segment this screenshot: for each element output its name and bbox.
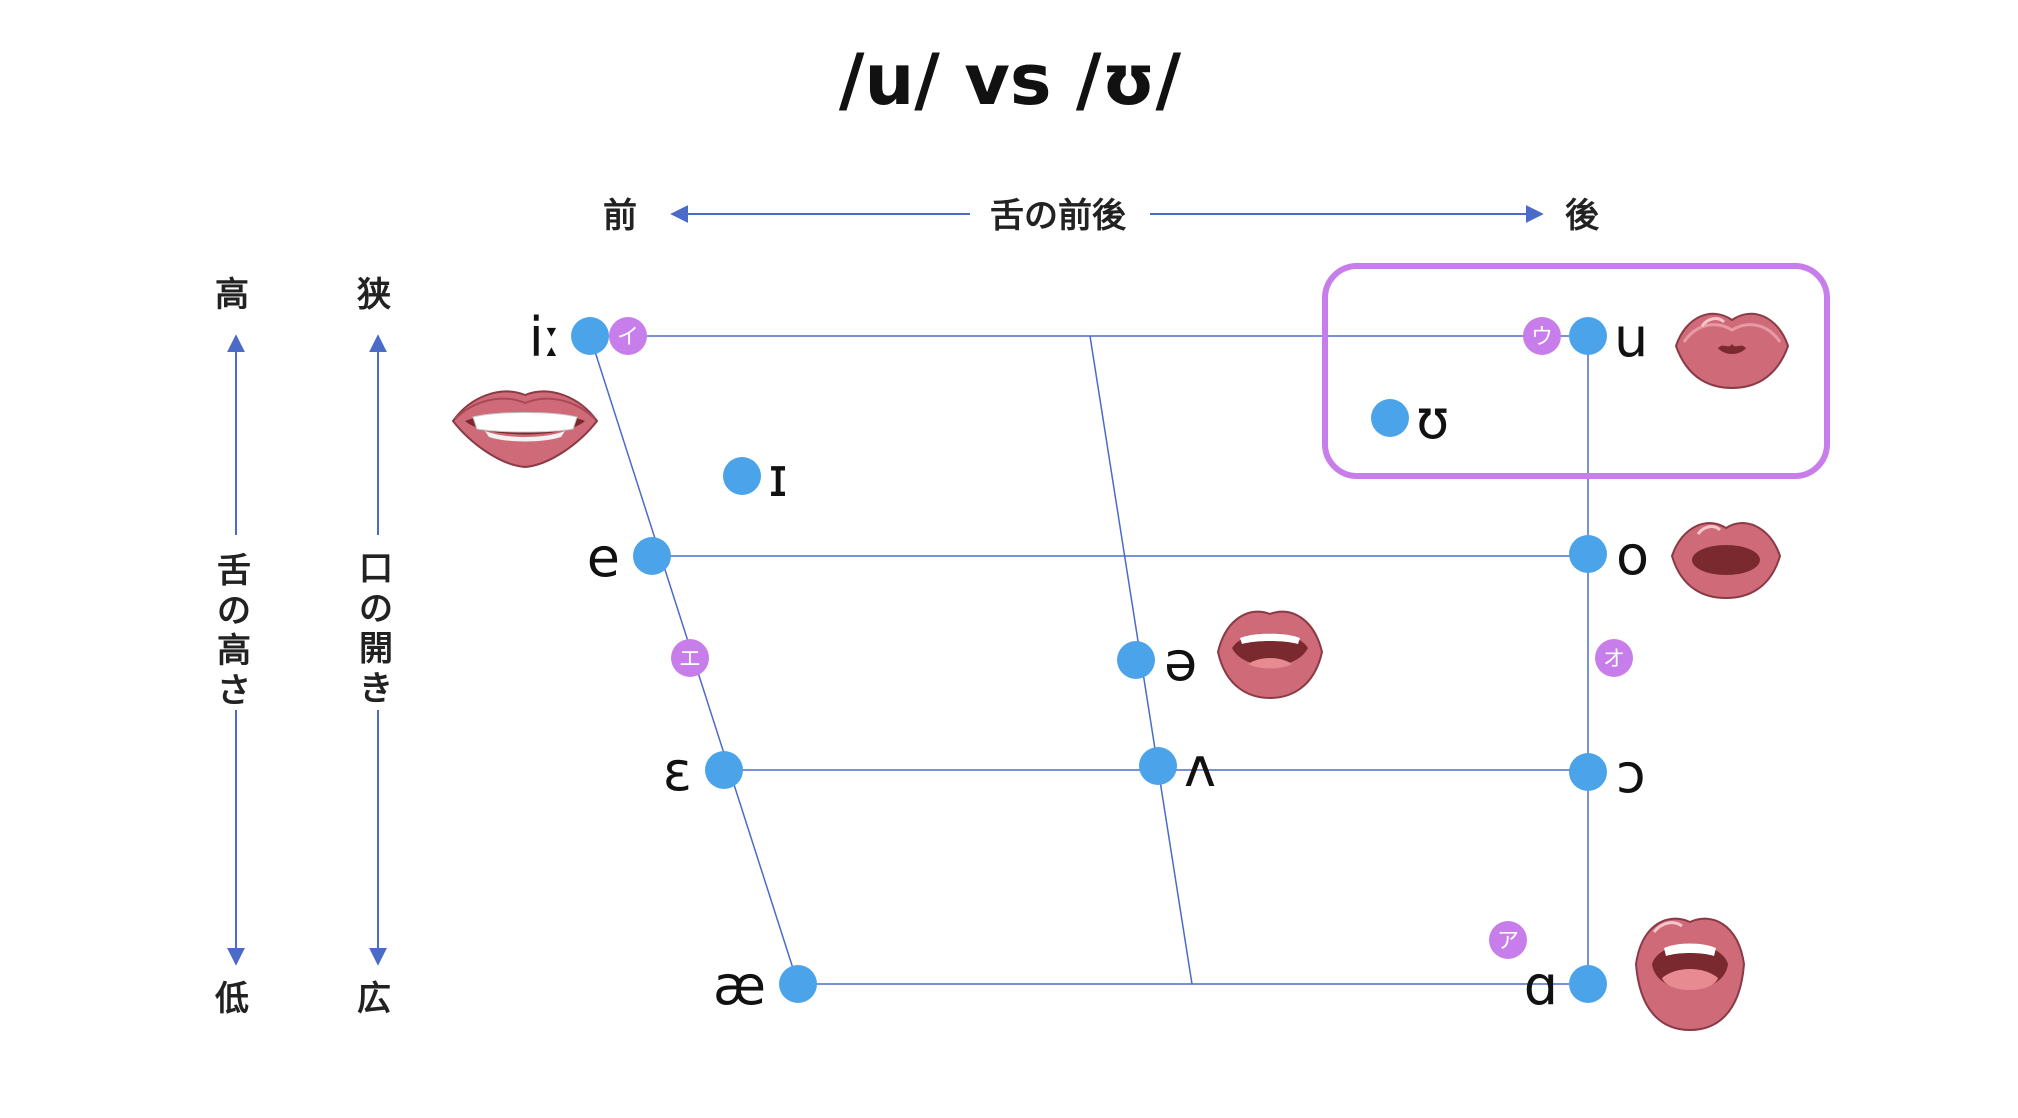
vowel-e-label: e [587,526,620,589]
vowel-wedge-dot [1139,747,1177,785]
vowel-open-o-label: ɔ [1616,742,1646,805]
katakana-marker-a-label: ア [1497,929,1519,954]
front-label: 前 [603,196,637,236]
vowel-i-long: iː [529,306,609,369]
highlight-box [1322,263,1830,479]
vowel-short-i-dot [723,457,761,495]
vowel-schwa-label: ə [1164,630,1197,693]
vowel-epsilon: ɛ [663,740,743,803]
vowel-u-label: u [1614,306,1648,369]
wide-open-mouth-a-mouth-icon [1634,917,1746,1032]
katakana-marker-o-label: オ [1603,647,1625,672]
vowel-e-dot [633,537,671,575]
vowel-horseshoe-u-dot [1371,399,1409,437]
vowel-script-a: ɑ [1524,954,1607,1017]
horizontal-axis: 前 舌の前後 後 [603,196,1600,236]
rounded-lips-u-mouth-icon [1674,312,1790,390]
tongue-height-char-3: 高 [217,631,251,671]
vowel-open-o-dot [1569,753,1607,791]
katakana-marker-i-label: イ [617,325,639,350]
vowel-script-a-dot [1569,965,1607,1003]
tongue-height-char-4: さ [217,671,251,711]
mouth-opening-char-4: き [359,669,393,709]
vowel-points: iː ɪ e ɛ æ ə ʌ u [529,306,1649,1017]
katakana-marker-a: ア [1489,921,1527,959]
tongue-front-back-label: 舌の前後 [990,196,1127,236]
vowel-ae: æ [713,954,817,1017]
mouth-opening-char-3: 開 [359,629,393,669]
vowel-o-label: o [1616,524,1649,587]
vowel-ae-label: æ [713,954,766,1017]
narrow-label: 狭 [357,275,391,315]
chart-title: /u/ vs /ʊ/ [839,39,1182,121]
mouth-opening-label: 口 の 開 き [359,549,393,709]
vowel-o-dot [1569,535,1607,573]
katakana-marker-i: イ [609,317,647,355]
open-mouth-schwa-mouth-icon [1216,610,1324,700]
tongue-height-char-2: の [217,591,251,631]
vowel-schwa-dot [1117,641,1155,679]
katakana-marker-u-dot [1523,317,1561,355]
vowel-open-o: ɔ [1569,742,1646,805]
vowel-epsilon-label: ɛ [663,740,692,803]
vowel-horseshoe-u: ʊ [1371,388,1449,451]
mouth-opening-axis: 狭 口 の 開 き 広 [357,275,393,1019]
smile-teeth-mouth-icon [451,390,599,469]
katakana-marker-o-dot [1595,639,1633,677]
vowel-ae-dot [779,965,817,1003]
katakana-marker-o: オ [1595,639,1633,677]
katakana-marker-e-label: エ [679,647,701,672]
mouth-opening-char-2: の [359,589,393,629]
back-label: 後 [1565,196,1600,236]
katakana-marker-e-dot [671,639,709,677]
tongue-height-char-1: 舌 [217,551,251,591]
mouth-opening-char-1: 口 [359,549,393,589]
vowel-e: e [587,526,671,589]
wide-label: 広 [357,979,391,1019]
vowel-u: u [1569,306,1648,369]
vowel-short-i: ɪ [723,446,788,509]
katakana-markers: イ ウ エ オ ア [609,317,1633,959]
tongue-height-axis: 高 舌 の 高 さ 低 [215,275,251,1019]
vowel-horseshoe-u-label: ʊ [1416,388,1449,451]
high-label: 高 [215,275,249,315]
rounded-lips-o-mouth-icon [1670,522,1782,600]
vowel-o: o [1569,524,1649,587]
katakana-marker-u-label: ウ [1531,325,1553,350]
katakana-marker-u: ウ [1523,317,1561,355]
katakana-marker-a-dot [1489,921,1527,959]
vowel-u-dot [1569,317,1607,355]
low-label: 低 [215,979,249,1019]
vowel-wedge: ʌ [1139,736,1216,799]
vowel-short-i-label: ɪ [768,446,788,509]
vowel-schwa: ə [1117,630,1197,693]
vowel-epsilon-dot [705,751,743,789]
vowel-script-a-label: ɑ [1524,954,1558,1017]
vowel-i-long-dot [571,317,609,355]
tongue-height-label: 舌 の 高 さ [217,551,251,711]
katakana-marker-e: エ [671,639,709,677]
vowel-wedge-label: ʌ [1184,736,1216,799]
katakana-marker-i-dot [609,317,647,355]
vowel-i-long-label: iː [529,306,562,369]
